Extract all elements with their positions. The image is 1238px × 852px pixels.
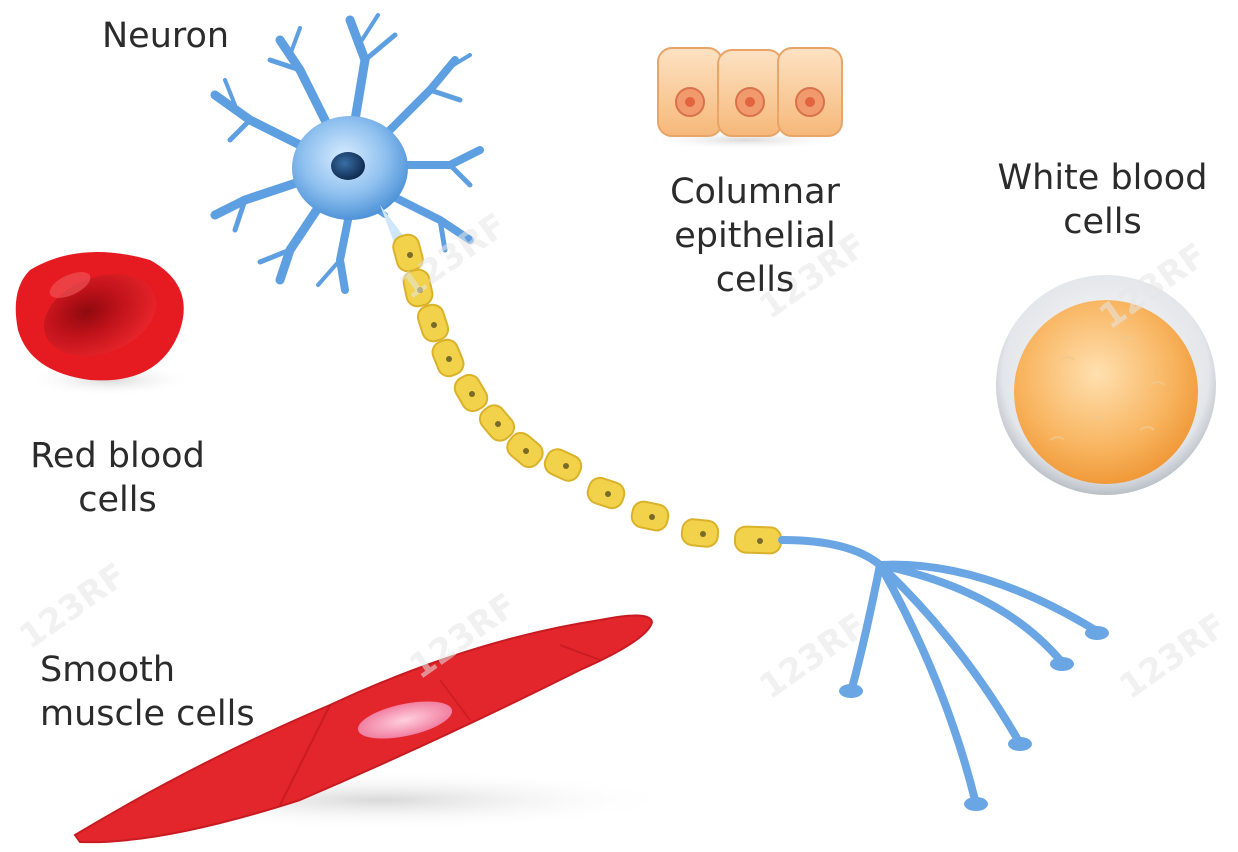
- label-red-line2: cells: [10, 478, 225, 522]
- axon-terminals: [782, 540, 1095, 800]
- watermark-text: 123RF: [12, 556, 134, 658]
- label-columnar-line3: cells: [645, 258, 865, 302]
- label-smooth-line2: muscle cells: [40, 692, 255, 736]
- watermark-text: 123RF: [1112, 606, 1234, 708]
- label-neuron-text: Neuron: [102, 16, 229, 56]
- label-columnar-line2: epithelial: [645, 214, 865, 258]
- white-blood-cell-nucleus: [1014, 300, 1198, 484]
- label-smooth-muscle-cells: Smooth muscle cells: [40, 648, 255, 736]
- label-smooth-line1: Smooth: [40, 648, 255, 692]
- label-red-line1: Red blood: [10, 434, 225, 478]
- myelin-segment: [541, 446, 585, 485]
- label-white-line2: cells: [980, 200, 1225, 244]
- myelin-segment: [681, 518, 720, 548]
- label-white-line1: White blood: [980, 156, 1225, 200]
- label-columnar-line1: Columnar: [645, 170, 865, 214]
- columnar-epithelial-cells: [640, 48, 850, 150]
- label-red-blood-cells: Red blood cells: [10, 434, 225, 522]
- red-blood-cell: [16, 252, 195, 396]
- neuron-nucleus: [331, 152, 365, 180]
- label-neuron: Neuron: [102, 14, 229, 58]
- label-white-blood-cells: White blood cells: [980, 156, 1225, 244]
- label-columnar-epithelial: Columnar epithelial cells: [645, 170, 865, 302]
